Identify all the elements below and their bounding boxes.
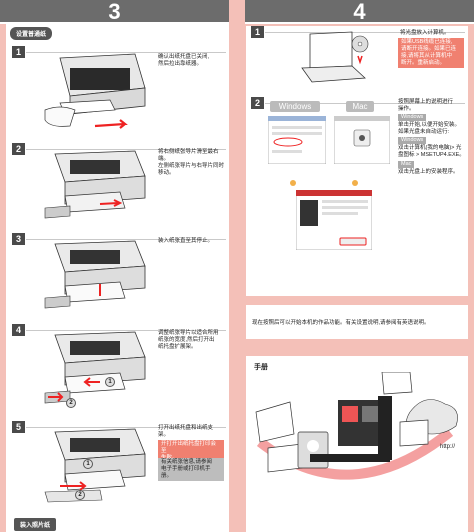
section-label-photo-paper: 装入照片纸 — [14, 518, 57, 531]
printer-illustration-4 — [44, 331, 146, 404]
step-5-note: 有关纸张信息,请参阅电子手册或打印机手册。 — [158, 458, 224, 481]
windows-alt-label: Windows — [398, 137, 427, 144]
section-label-plain-paper: 设置普通纸 — [10, 27, 53, 40]
note-text: 现在按照后可以开始本机的作品功能。有关设置说明,请参阅有英语说明。 — [252, 320, 430, 326]
laptop-cd-illustration — [301, 31, 369, 83]
windows-alt-instructions: 双击计算机(我的电脑)> 光盘图标 > MSETUP4.EXE。 — [398, 145, 465, 158]
callout-1: 1 — [83, 459, 93, 469]
step-2-text: 将右侧纸张导片滑至最右端。 左侧纸张导片与右导片同时移动。 — [158, 149, 225, 176]
manual-illustration — [255, 372, 458, 480]
printer-illustration-1 — [44, 53, 146, 129]
mac-label: Mac — [398, 161, 415, 168]
windows-instructions: 单击开始,以便开始安装。如果光盘未自动运行: — [398, 122, 461, 135]
divider — [26, 330, 226, 331]
step-4-badge: 4 — [12, 324, 25, 336]
tab-mac[interactable]: Mac — [346, 101, 374, 112]
step-3-text: 装入纸张直至其停止。 — [158, 238, 214, 244]
step-5-badge: 5 — [12, 421, 25, 433]
divider — [26, 427, 226, 428]
step-5-text: 打开出纸托盘和出纸支架。 — [158, 425, 214, 438]
divider — [265, 32, 465, 33]
url-text: http:// — [440, 444, 456, 450]
step-3-badge: 3 — [12, 233, 25, 245]
windows-screenshot — [268, 116, 326, 164]
step-4-header: 4 — [245, 0, 474, 24]
step-1-badge: 1 — [251, 26, 264, 38]
step-3-header: 3 — [0, 0, 229, 24]
callout-2: 2 — [66, 398, 76, 408]
step-2-badge: 2 — [12, 143, 25, 155]
arrow-dot-left — [290, 180, 296, 186]
step-1-badge: 1 — [12, 46, 25, 58]
step-2-badge: 2 — [251, 97, 264, 109]
step-1-text: 确认出纸托盘已关闭,然后拉出靠纸器。 — [158, 54, 210, 67]
step-4-text: 调整纸张导片以适合所用纸张的宽度,然后打开出纸托盘扩展架。 — [158, 330, 219, 350]
printer-illustration-5 — [44, 428, 146, 503]
manual-label: 手册 — [254, 364, 268, 371]
printer-illustration-3 — [44, 240, 146, 309]
mac-screenshot — [334, 116, 390, 164]
installer-screenshot — [296, 190, 372, 250]
arrow-dot-right — [352, 180, 358, 186]
note-box — [246, 305, 468, 339]
tab-windows[interactable]: Windows — [270, 101, 320, 112]
callout-1: 1 — [105, 377, 115, 387]
right-step-2-text: 按照屏幕上的说明进行操作。 — [398, 99, 454, 112]
mac-instructions: 双击光盘上的安装程序。 — [398, 169, 459, 175]
callout-2: 2 — [75, 490, 85, 500]
right-step-1-text: 将光盘放入计算机。 — [400, 30, 450, 36]
divider — [26, 149, 226, 150]
divider — [26, 239, 226, 240]
printer-illustration-2 — [44, 150, 146, 219]
right-step-1-warning: 如果USB线缆已连接,请断开连接。如果已连 接,请将其从计算机中断开。重新启动。 — [398, 38, 464, 68]
divider — [26, 52, 226, 53]
windows-label: Windows — [398, 114, 427, 121]
